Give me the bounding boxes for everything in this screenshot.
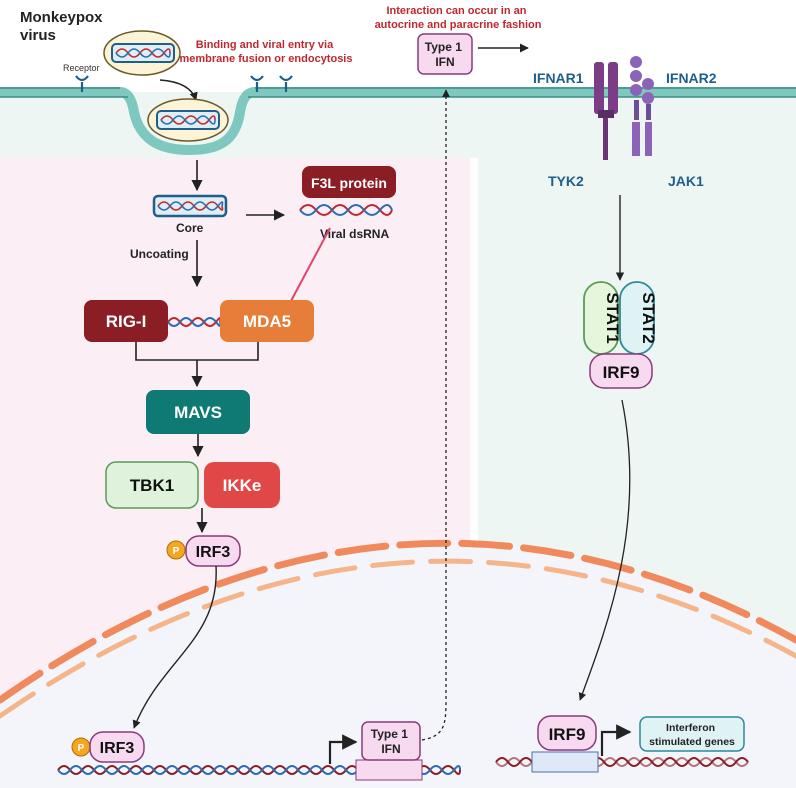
nucleus-membrane-inner [0,558,796,719]
f3l-protein-box [302,166,396,198]
irf3-nuclear-box [89,731,145,763]
entry-arrow [159,79,198,101]
type1-ifn-gene-product [361,721,421,761]
type1-ifn-secreted-label: Type 1 IFN [425,40,465,69]
viral-dsrna [299,204,393,216]
receptor-icon [75,75,89,92]
mavs-box [146,390,250,434]
tbk1-box [105,461,199,509]
viral-dsrna-label: Viral dsRNA [320,227,389,241]
f3l-inhibition-line [283,227,331,315]
tyk2-label: TYK2 [548,173,584,189]
ifnar2-receptor [630,56,654,156]
receptor-icon [279,75,293,92]
isg-label: Interferon stimulated genes [649,722,735,748]
virus-particle [103,30,181,76]
irf3-nuclear-label: IRF3 [100,740,135,757]
isg-box [639,716,745,752]
viral-core [152,194,228,218]
receptor-icon [250,75,264,92]
type1-ifn-gene-label: Type 1 IFN [371,727,411,756]
mda5-box [220,300,314,342]
mda5-label: MDA5 [243,312,291,331]
stat1-label: STAT1 [603,292,622,343]
cytoplasm-top-band [0,92,796,158]
uncoating-label: Uncoating [130,247,189,261]
ifn-transcription-arrow [328,734,358,764]
endocytosed-virus [147,98,229,142]
ikke-label: IKKe [223,476,262,495]
ifn-secretion-dotted-path [421,89,450,741]
ifn-gene-block [355,759,423,781]
tbk1-label: TBK1 [130,476,174,495]
ifnar1-receptor [594,62,618,160]
rig-i-label: RIG-I [106,312,147,331]
receptor-label: Receptor [63,63,100,73]
irf9-cytoplasm-label: IRF9 [603,363,640,382]
entry-label: Binding and viral entry via membrane fus… [180,39,353,65]
irf3-cytoplasm-label: IRF3 [196,544,231,561]
phospho-nuclear-label: P [78,743,85,754]
stat2-label: STAT2 [639,292,658,343]
irf3-cytoplasm-box [185,535,241,567]
phospho-icon [166,540,186,560]
irf9-cytoplasm-box [589,353,653,389]
cell-membrane [0,87,796,156]
nucleus-interior [0,543,796,788]
mavs-label: MAVS [174,403,222,422]
isgf3-translocation-arrow [578,399,631,701]
f3l-protein-label: F3L protein [311,175,387,191]
irf3-translocation-arrow [132,565,217,729]
irf9-nuclear-box [537,715,597,751]
nucleus-membrane-outer [0,539,796,704]
jak1-label: JAK1 [668,173,704,189]
ifnar1-label: IFNAR1 [533,70,584,86]
irf9-nuclear-label: IRF9 [549,725,586,744]
type1-ifn-secreted [417,33,473,75]
dsrna-between-sensors [167,317,222,327]
interaction-label: Interaction can occur in an autocrine an… [375,5,542,31]
isre-promoter-block [531,751,599,773]
phospho-label: P [173,546,180,557]
ikke-box [204,462,280,508]
rig-i-box [84,300,168,342]
virus-name: Monkeypox virus [20,9,107,44]
core-label: Core [176,221,204,235]
isg-transcription-arrow [600,724,632,756]
ifnar2-label: IFNAR2 [666,70,717,86]
